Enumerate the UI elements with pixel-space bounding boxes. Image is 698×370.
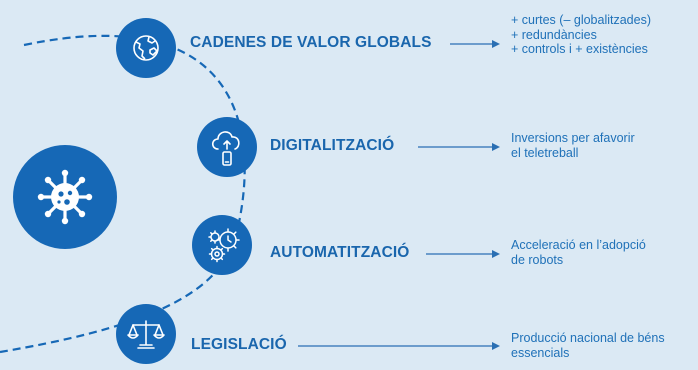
item-desc-global-value-chains: + curtes (– globalitzades) + redundàncie… [511, 13, 651, 57]
connector-arrow [298, 342, 500, 350]
connector-arrow [450, 40, 500, 48]
desc-line: + redundàncies [511, 27, 597, 42]
item-desc-legislation: Producció nacional de béns essencials [511, 331, 665, 360]
desc-line: Inversions per afavorir [511, 131, 635, 145]
item-title-automation: AUTOMATITZACIÓ [270, 244, 410, 261]
cloud-upload-phone-icon [197, 117, 257, 177]
item-title-global-value-chains: CADENES DE VALOR GLOBALS [190, 34, 432, 51]
item-desc-digitalization: Inversions per afavorir el teletreball [511, 131, 635, 160]
connector-arrow [418, 143, 500, 151]
item-title-legislation: LEGISLACIÓ [191, 336, 287, 353]
desc-line: essencials [511, 345, 570, 360]
desc-line: Producció nacional de béns [511, 331, 665, 345]
desc-line: + curtes (– globalitzades) [511, 13, 652, 27]
gears-clock-icon [192, 215, 252, 275]
scales-icon [116, 304, 176, 364]
desc-line: el teletreball [511, 145, 579, 160]
item-desc-automation: Acceleració en l’adopció de robots [511, 238, 646, 267]
desc-line: de robots [511, 252, 564, 267]
desc-line: Acceleració en l’adopció [511, 238, 646, 252]
connector-arrow [426, 250, 500, 258]
coronavirus-icon [13, 145, 117, 249]
item-title-digitalization: DIGITALITZACIÓ [270, 137, 395, 154]
globe-icon [116, 18, 176, 78]
desc-line: + controls i + existències [511, 42, 648, 56]
